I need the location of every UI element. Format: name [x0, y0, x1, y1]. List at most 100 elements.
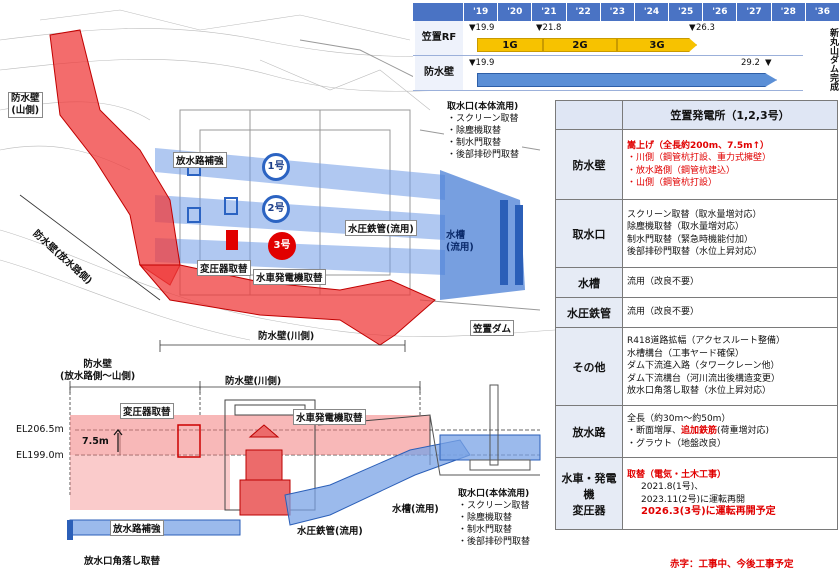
unit-1-marker: 1号: [262, 153, 290, 181]
spec-row: 水圧鉄管 流用（改良不要）: [555, 297, 838, 328]
year-cell: '26: [702, 3, 736, 21]
plan-wall-river-label: 防水壁(川側): [258, 331, 315, 342]
spec-line-part: ・断面増厚、: [627, 426, 682, 437]
spec-key: 防水壁: [555, 129, 623, 200]
sec-tank-label: 水槽(流用): [392, 504, 439, 515]
plan-tank-label: 水槽 (流用): [446, 230, 474, 253]
timeline-row-label: 笠置RF: [415, 21, 463, 55]
sec-wall-outlet-mtn-label: 防水壁 (放水路側～山側): [60, 359, 136, 382]
rf-end-triangle: ▼: [689, 23, 696, 33]
timeline-year-header: '19 '20 '21 '22 '23 '24 '25 '26 '27 '28 …: [413, 3, 839, 21]
spec-value: 嵩上げ（全長約200m、7.5m↑） ・川側（鋼管杭打設、重力式擁壁） ・放水路…: [622, 129, 838, 200]
year-cell: '21: [531, 3, 565, 21]
spec-table: 笠置発電所（1,2,3号） 防水壁 嵩上げ（全長約200m、7.5m↑） ・川側…: [555, 100, 838, 530]
timeline-corner: [413, 3, 463, 21]
unit-2-marker: 2号: [262, 195, 290, 223]
spec-row: 防水壁 嵩上げ（全長約200m、7.5m↑） ・川側（鋼管杭打設、重力式擁壁） …: [555, 129, 838, 200]
spec-row: 取水口 スクリーン取替（取水量増対応） 除塵機取替（取水量増対応） 制水門取替（…: [555, 199, 838, 268]
spec-line: 全長（約30m～約50m）: [627, 413, 731, 424]
spec-key: 水車・発電機 変圧器: [555, 457, 623, 530]
sec-el-top: EL206.5m: [16, 424, 64, 435]
unit-3-marker: 3号: [268, 232, 296, 260]
spec-line: スクリーン取替（取水量増対応）: [627, 209, 762, 220]
sec-rise-label: 7.5m: [82, 436, 109, 447]
sec-intake-item: ・制水門取替: [458, 525, 513, 535]
spec-line: ・断面増厚、追加鉄筋(荷重増対応): [627, 425, 833, 438]
year-cell: '24: [633, 3, 668, 21]
plan-penstock-label: 水圧鉄管(流用): [345, 220, 417, 236]
spec-line: R418道路拡幅（アクセスルート整備）: [627, 336, 785, 347]
spec-row: 放水路 全長（約30m～約50m） ・断面増厚、追加鉄筋(荷重増対応) ・グラウ…: [555, 405, 838, 458]
sec-transformer-label: 変圧器取替: [120, 403, 174, 419]
dam-completion-note: 新丸山ダム完成: [803, 21, 839, 95]
rf-end-marker: 26.3: [696, 23, 715, 33]
sec-el-bottom: EL199.0m: [16, 450, 64, 461]
spec-line-tail: (荷重増対応): [717, 426, 770, 437]
spec-line: 2023.11(2号)に運転再開: [641, 494, 745, 505]
spec-line: ・川側（鋼管杭打設、重力式擁壁）: [627, 153, 772, 163]
spec-line: 2026.3(3号)に運転再開予定: [641, 506, 776, 517]
schedule-timeline: '19 '20 '21 '22 '23 '24 '25 '26 '27 '28 …: [413, 3, 839, 95]
sec-intake-item: ・除塵機取替: [458, 513, 513, 523]
rf-start-marker: ▼19.9: [469, 23, 495, 33]
spec-line: 取替（電気・土木工事）: [627, 469, 727, 480]
sec-intake-item: ・後部排砂門取替: [458, 537, 531, 547]
year-cell: '22: [565, 3, 600, 21]
year-cell: '27: [736, 3, 770, 21]
spec-line: 放水口角落し取替（水位上昇対応）: [627, 386, 772, 397]
year-cell: '36: [804, 3, 839, 21]
sec-wall-river-label: 防水壁(川側): [225, 376, 282, 387]
year-cell: '19: [463, 3, 497, 21]
unit-2-label: 2号: [267, 203, 285, 214]
plan-outlet-reinforce-label: 放水路補強: [173, 152, 227, 168]
plan-turbine-label: 水車発電機取替: [253, 269, 326, 285]
spec-line: 後部排砂門取替（水位上昇対応）: [627, 247, 763, 257]
sec-intake-list: 取水口(本体流用) ・スクリーン取替 ・除塵機取替 ・制水門取替 ・後部排砂門取…: [455, 487, 534, 549]
spec-key: 放水路: [555, 405, 623, 458]
plan-intake-item: ・後部排砂門取替: [447, 150, 520, 160]
wall-end-triangle: ▼: [765, 58, 772, 68]
plan-intake-item: ・スクリーン取替: [447, 114, 519, 124]
spec-key: 水圧鉄管: [555, 297, 623, 328]
timeline-row-wall: 防水壁 ▼19.9 29.2 ▼: [413, 56, 839, 91]
phase-1g: 1G: [477, 38, 543, 52]
spec-line: ・グラウト（地盤改良）: [627, 438, 727, 449]
spec-value: 流用（改良不要）: [622, 267, 838, 298]
spec-row: 水槽 流用（改良不要）: [555, 267, 838, 298]
spec-value: 取替（電気・土木工事） 2021.8(1号)、 2023.11(2号)に運転再開…: [622, 457, 838, 530]
spec-line-highlight: 追加鉄筋: [681, 426, 718, 437]
spec-line: ダム下流構台（河川流出後構造変更）: [627, 373, 781, 384]
unit-1-label: 1号: [267, 161, 285, 172]
sec-turbine-label: 水車発電機取替: [293, 409, 366, 425]
year-cell: '28: [770, 3, 805, 21]
sec-penstock-label: 水圧鉄管(流用): [297, 526, 363, 537]
spec-key: その他: [555, 327, 623, 406]
wall-end-marker: 29.2: [741, 58, 760, 68]
spec-row: その他 R418道路拡幅（アクセスルート整備） 水槽構台（工事ヤード確保） ダム…: [555, 327, 838, 406]
spec-line: 水槽構台（工事ヤード確保）: [627, 348, 745, 359]
plan-intake-item: ・制水門取替: [447, 138, 502, 148]
spec-row: 水車・発電機 変圧器 取替（電気・土木工事） 2021.8(1号)、 2023.…: [555, 457, 838, 530]
spec-value: R418道路拡幅（アクセスルート整備） 水槽構台（工事ヤード確保） ダム下流進入…: [622, 327, 838, 406]
year-cell: '20: [497, 3, 531, 21]
sec-outlet-gate-label: 放水口角落し取替: [84, 556, 161, 567]
section-drawing: 防水壁 (放水路側～山側) 防水壁(川側) EL206.5m EL199.0m …: [0, 355, 555, 576]
spec-value: 流用（改良不要）: [622, 297, 838, 328]
plan-intake-item: ・除塵機取替: [447, 126, 502, 136]
sec-intake-item: ・スクリーン取替: [458, 501, 530, 511]
legend-footnote: 赤字：工事中、今後工事予定: [670, 559, 794, 570]
spec-line: 除塵機取替（取水量増対応）: [627, 222, 745, 232]
year-cell: '25: [668, 3, 702, 21]
plan-wall-mountain-label: 防水壁 (山側): [8, 92, 43, 118]
plan-map: 防水壁 (山側) 防水壁(放水路側) 防水壁(川側) 放水路補強 1号 2号 3…: [0, 0, 556, 355]
spec-line: ダム下流進入路（タワークレーン他）: [627, 361, 780, 372]
timeline-row-label: 防水壁: [415, 56, 463, 90]
sec-intake-title: 取水口(本体流用): [458, 489, 530, 499]
plan-intake-list: 取水口(本体流用) ・スクリーン取替 ・除塵機取替 ・制水門取替 ・後部排砂門取…: [444, 100, 523, 162]
plan-intake-title: 取水口(本体流用): [447, 102, 519, 112]
spec-key: 取水口: [555, 199, 623, 268]
rf-mid-marker: ▼21.8: [536, 23, 562, 33]
phase-2g: 2G: [543, 38, 617, 52]
spec-line: 制水門取替（緊急時機能付加）: [627, 234, 754, 245]
phase-3g: 3G: [617, 38, 697, 52]
